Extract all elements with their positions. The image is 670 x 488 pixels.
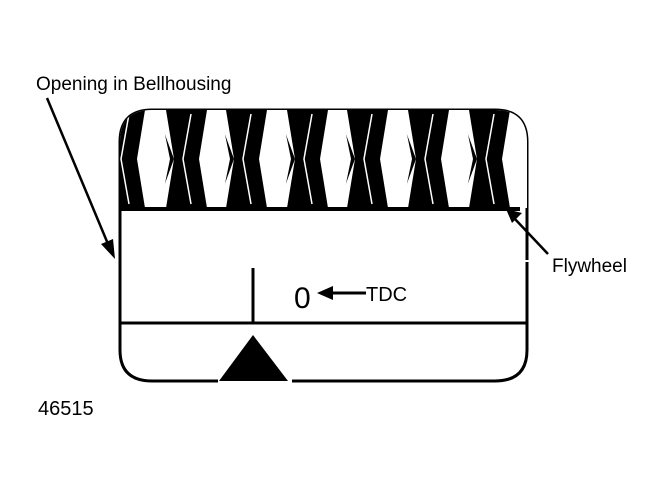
timing-mark-zero: 0 bbox=[294, 282, 311, 315]
tdc-label: TDC bbox=[366, 284, 407, 306]
flywheel-label: Flywheel bbox=[552, 256, 627, 277]
flywheel-tooth bbox=[524, 110, 527, 208]
flywheel-tooth-highlight bbox=[277, 159, 295, 208]
flywheel-leader-line bbox=[513, 217, 549, 255]
bellhousing-opening-bottom-right bbox=[292, 262, 529, 383]
flywheel-tooth-ridge bbox=[242, 113, 252, 205]
flywheel-tooth-ridge bbox=[485, 113, 495, 205]
flywheel-tooth-highlight bbox=[94, 110, 112, 159]
flywheel-tooth-ridge bbox=[363, 113, 373, 205]
flywheel-tooth-highlight bbox=[398, 110, 416, 159]
flywheel-tooth-highlight bbox=[398, 159, 416, 208]
flywheel-leader-arrowhead bbox=[506, 209, 522, 223]
opening-leader-arrowhead bbox=[101, 239, 115, 259]
figure-number: 46515 bbox=[38, 398, 94, 420]
flywheel-tooth-ridge bbox=[547, 114, 555, 204]
flywheel-tooth-highlight bbox=[277, 110, 295, 159]
timing-pointer-triangle bbox=[219, 335, 288, 381]
flywheel-tooth-highlight bbox=[216, 159, 234, 208]
flywheel-teeth bbox=[94, 110, 555, 208]
flywheel-tooth-highlight bbox=[156, 159, 174, 208]
flywheel-tooth-highlight bbox=[337, 110, 355, 159]
flywheel-tooth-highlight bbox=[459, 110, 477, 159]
flywheel-tooth-ridge bbox=[182, 113, 192, 205]
flywheel-tooth-highlight bbox=[459, 159, 477, 208]
bellhousing-opening-bottom bbox=[118, 258, 218, 383]
opening-leader-line bbox=[45, 97, 110, 245]
tdc-arrow-head bbox=[317, 286, 333, 300]
flywheel-tooth-highlight bbox=[520, 159, 527, 208]
flywheel-tooth-highlight bbox=[337, 159, 355, 208]
flywheel-tooth-highlight bbox=[156, 110, 174, 159]
flywheel-tooth-ridge bbox=[120, 113, 130, 205]
flywheel-tooth-ridge bbox=[303, 113, 313, 205]
flywheel-tooth-ridge bbox=[424, 113, 434, 205]
flywheel-tooth-highlight bbox=[94, 159, 112, 208]
flywheel-tooth-highlight bbox=[216, 110, 234, 159]
opening-label: Opening in Bellhousing bbox=[36, 74, 231, 95]
